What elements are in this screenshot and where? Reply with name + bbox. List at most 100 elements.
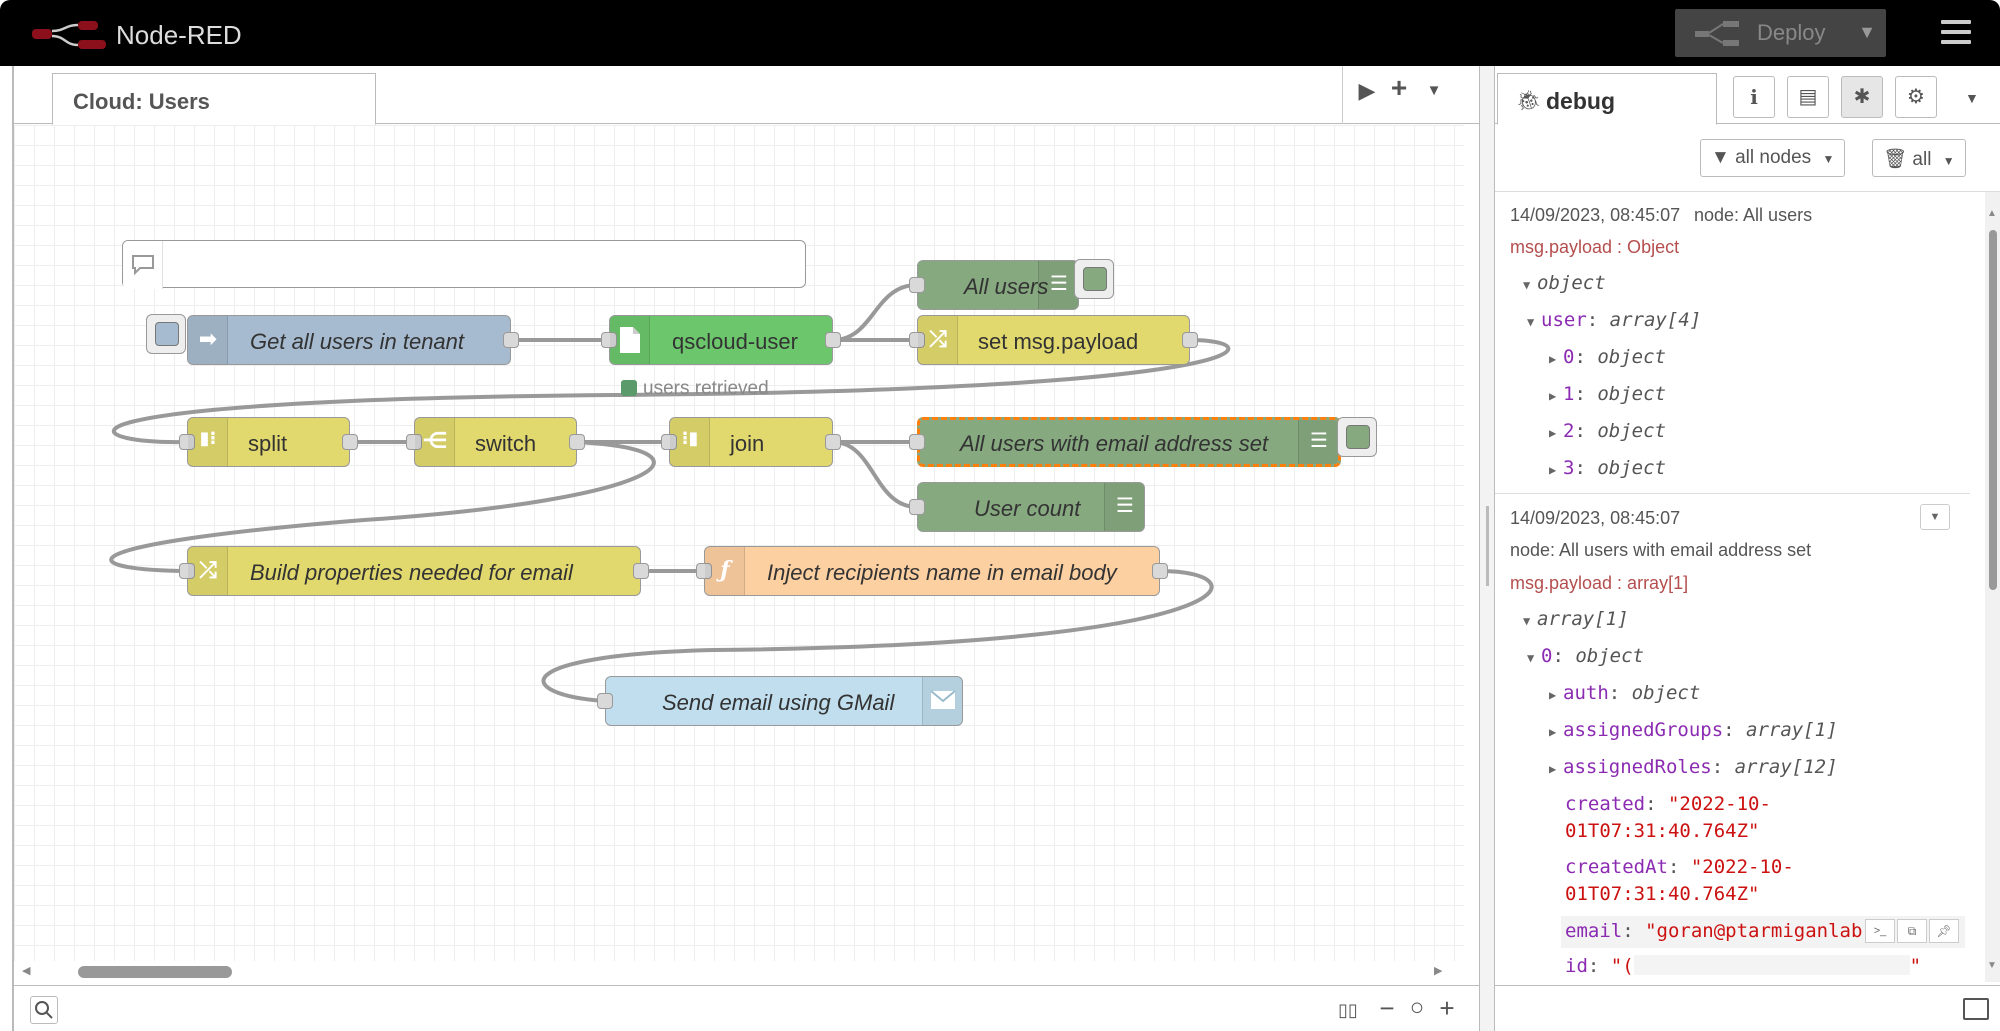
- output-port[interactable]: [1152, 563, 1168, 579]
- user-count-debug-node[interactable]: User count ☰: [909, 482, 1145, 532]
- caret-right-icon: ▶: [1549, 352, 1557, 366]
- bug-tab-icon[interactable]: ✱: [1841, 76, 1883, 118]
- tree-item[interactable]: ▶0: object: [1549, 346, 1666, 368]
- tree-item[interactable]: ▶assignedRoles: array[12]: [1549, 756, 1838, 778]
- change-icon-area: ⤮: [188, 547, 228, 595]
- tree-item[interactable]: ▶1: object: [1549, 383, 1666, 405]
- book-icon[interactable]: ▤: [1787, 76, 1829, 118]
- output-port[interactable]: [633, 563, 649, 579]
- comment-node[interactable]: [122, 240, 806, 289]
- tree-node-user[interactable]: ▼user: array[4]: [1527, 309, 1702, 331]
- output-port[interactable]: [825, 332, 841, 348]
- sidebar-footer: [1495, 985, 2000, 1031]
- input-port[interactable]: [696, 563, 712, 579]
- menu-icon[interactable]: [1941, 20, 1971, 46]
- send-email-node[interactable]: Send email using GMail: [597, 676, 963, 726]
- qscloud-user-node[interactable]: qscloud-user: [601, 315, 841, 365]
- all-users-debug-node[interactable]: All users ☰: [909, 260, 1079, 310]
- split-node[interactable]: ▮⁝ split: [179, 417, 358, 467]
- inject-name-function-node[interactable]: ƒ Inject recipients name in email body: [696, 546, 1168, 596]
- tree-item[interactable]: ▶auth: object: [1549, 682, 1701, 704]
- debug-toolbar: ▼ all nodes ▼ 🗑︎ all ▼: [1495, 124, 2000, 192]
- output-port[interactable]: [342, 434, 358, 450]
- search-icon[interactable]: [30, 996, 58, 1024]
- comment-icon: [132, 255, 154, 276]
- copy-path-icon[interactable]: >_: [1865, 919, 1895, 943]
- play-icon[interactable]: ▶: [1358, 78, 1376, 103]
- output-port[interactable]: [503, 332, 519, 348]
- input-port[interactable]: [406, 434, 422, 450]
- all-users-toggle-button[interactable]: [1074, 259, 1114, 299]
- tree-key: 0: [1541, 645, 1553, 667]
- tab-debug[interactable]: 🐞︎ debug: [1497, 73, 1717, 125]
- input-port[interactable]: [179, 434, 195, 450]
- monitor-icon[interactable]: [1963, 998, 1989, 1020]
- map-icon[interactable]: ▯▯: [1338, 1000, 1358, 1020]
- output-port[interactable]: [569, 434, 585, 450]
- input-port[interactable]: [601, 332, 617, 348]
- tree-type: object: [1597, 457, 1666, 479]
- message-topic: msg.payload : Object: [1510, 237, 1680, 257]
- message-options-chevron-down-icon[interactable]: ▼: [1920, 504, 1950, 530]
- inject-trigger-button[interactable]: [146, 314, 186, 354]
- input-port[interactable]: [909, 332, 925, 348]
- input-port[interactable]: [909, 499, 925, 515]
- sidebar-menu-chevron-down-icon[interactable]: ▼: [1965, 90, 1979, 106]
- tree-root[interactable]: ▼array[1]: [1523, 608, 1629, 630]
- canvas-horizontal-scrollbar[interactable]: ◀ ▶: [14, 961, 1454, 983]
- plus-icon[interactable]: +: [1390, 72, 1408, 103]
- tree-item[interactable]: ▶3: object: [1549, 457, 1666, 479]
- tab-cloud-users[interactable]: Cloud: Users: [52, 73, 376, 125]
- tree-item[interactable]: ▶assignedGroups: array[1]: [1549, 719, 1838, 741]
- deploy-button[interactable]: Deploy ▼: [1675, 9, 1886, 57]
- all-users-email-toggle-button[interactable]: [1337, 417, 1377, 457]
- join-icon-area: ⁝▮: [670, 418, 710, 466]
- gear-icon[interactable]: ⚙: [1895, 76, 1937, 118]
- tree-node-item-0[interactable]: ▼0: object: [1527, 645, 1644, 667]
- join-label: join: [730, 431, 765, 456]
- qscloud-icon-area: [610, 316, 650, 364]
- scroll-up-icon[interactable]: ▲: [1987, 208, 1997, 219]
- tree-string: "(: [1610, 955, 1634, 977]
- sidebar-splitter[interactable]: [1479, 66, 1495, 1031]
- tree-type: array[4]: [1609, 309, 1702, 331]
- filter-nodes-button[interactable]: ▼ all nodes ▼: [1700, 139, 1846, 177]
- tab-label: Cloud: Users: [73, 89, 210, 114]
- horizontal-scroll-thumb[interactable]: [78, 966, 232, 978]
- input-port[interactable]: [909, 277, 925, 293]
- input-port[interactable]: [909, 434, 925, 450]
- scroll-left-icon[interactable]: ◀: [22, 965, 31, 977]
- input-port[interactable]: [597, 693, 613, 709]
- debug-icon-area: ☰: [1298, 420, 1338, 464]
- deploy-label: Deploy: [1757, 20, 1826, 45]
- copy-value-icon[interactable]: ⧉: [1897, 919, 1927, 943]
- chevron-down-icon[interactable]: ▼: [1426, 82, 1442, 99]
- tree-root[interactable]: ▼object: [1523, 272, 1606, 294]
- debug-message-list[interactable]: 14/09/2023, 08:45:07 node: All users msg…: [1495, 192, 1985, 982]
- all-users-email-label: All users with email address set: [960, 431, 1269, 456]
- output-port[interactable]: [1182, 332, 1198, 348]
- clear-messages-button[interactable]: 🗑︎ all ▼: [1872, 139, 1966, 177]
- email-icon-area: [922, 677, 962, 725]
- inject-node[interactable]: ➡ Get all users in tenant: [187, 315, 519, 365]
- tree-item[interactable]: ▶2: object: [1549, 420, 1666, 442]
- zoom-in-icon[interactable]: +: [1439, 993, 1455, 1023]
- all-users-email-debug-node[interactable]: All users with email address set ☰: [909, 417, 1341, 467]
- zoom-reset-icon[interactable]: ○: [1409, 994, 1425, 1021]
- output-port[interactable]: [825, 434, 841, 450]
- comment-icon-area: [123, 241, 163, 289]
- deploy-dropdown-icon[interactable]: ▼: [1858, 22, 1876, 42]
- join-node[interactable]: ⁝▮ join: [661, 417, 841, 467]
- scroll-down-icon[interactable]: ▼: [1987, 960, 1997, 971]
- input-port[interactable]: [179, 563, 195, 579]
- flow-canvas[interactable]: ➡ Get all users in tenant qscloud-user u…: [14, 125, 1464, 961]
- zoom-out-icon[interactable]: −: [1379, 993, 1395, 1023]
- set-payload-node[interactable]: ⤮ set msg.payload: [909, 315, 1198, 365]
- pin-icon[interactable]: 📌︎: [1929, 919, 1959, 943]
- switch-node[interactable]: ⋲ switch: [406, 417, 585, 467]
- input-port[interactable]: [661, 434, 677, 450]
- sidebar-scroll-thumb[interactable]: [1989, 230, 1997, 590]
- info-icon[interactable]: i: [1733, 76, 1775, 118]
- build-properties-node[interactable]: ⤮ Build properties needed for email: [179, 546, 649, 596]
- scroll-right-icon[interactable]: ▶: [1434, 965, 1443, 977]
